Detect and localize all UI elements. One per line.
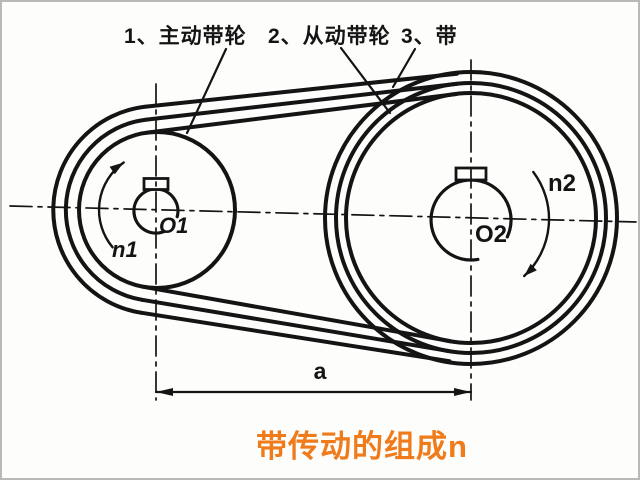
rotation-arrow-n2-head — [524, 263, 537, 276]
driving-hub-bore — [132, 187, 180, 235]
speed-label-n1: n1 — [112, 237, 138, 262]
callout-label-driving-pulley: 1、主动带轮 — [124, 25, 247, 48]
leader-line-3 — [391, 47, 417, 89]
horizontal-centerline — [9, 205, 637, 223]
leader-line-2 — [339, 46, 392, 115]
rotation-arrow-n1-arc — [97, 161, 125, 249]
driven-pulley-rim-inner — [344, 91, 598, 345]
belt-bottom-span-inner — [141, 284, 453, 344]
callout-label-driven-pulley: 2、从动带轮 — [268, 25, 391, 48]
center-label-o1: O1 — [159, 213, 189, 238]
speed-label-n2: n2 — [548, 170, 577, 197]
dimension-arrow-left — [156, 388, 173, 396]
dimension-arrow-right — [454, 388, 471, 396]
rotation-arrow-n1-head — [109, 162, 124, 175]
belt-bottom-span-outer — [138, 310, 452, 364]
center-label-o2: O2 — [475, 221, 508, 248]
belt-top-span-outer — [144, 71, 459, 109]
figure-caption: 带传动的组成n — [256, 429, 468, 464]
center-distance-label: a — [313, 358, 327, 384]
leader-line-1 — [185, 47, 228, 135]
driving-pulley-rim — [77, 130, 237, 290]
rotation-arrow-n2-arc — [523, 170, 551, 278]
belt-top-span-middle — [144, 81, 459, 122]
belt-bottom-span-middle — [140, 297, 452, 354]
belt-top-span-inner — [145, 92, 459, 135]
callout-label-belt: 3、带 — [401, 25, 458, 48]
driven-hub-bore — [429, 178, 513, 262]
